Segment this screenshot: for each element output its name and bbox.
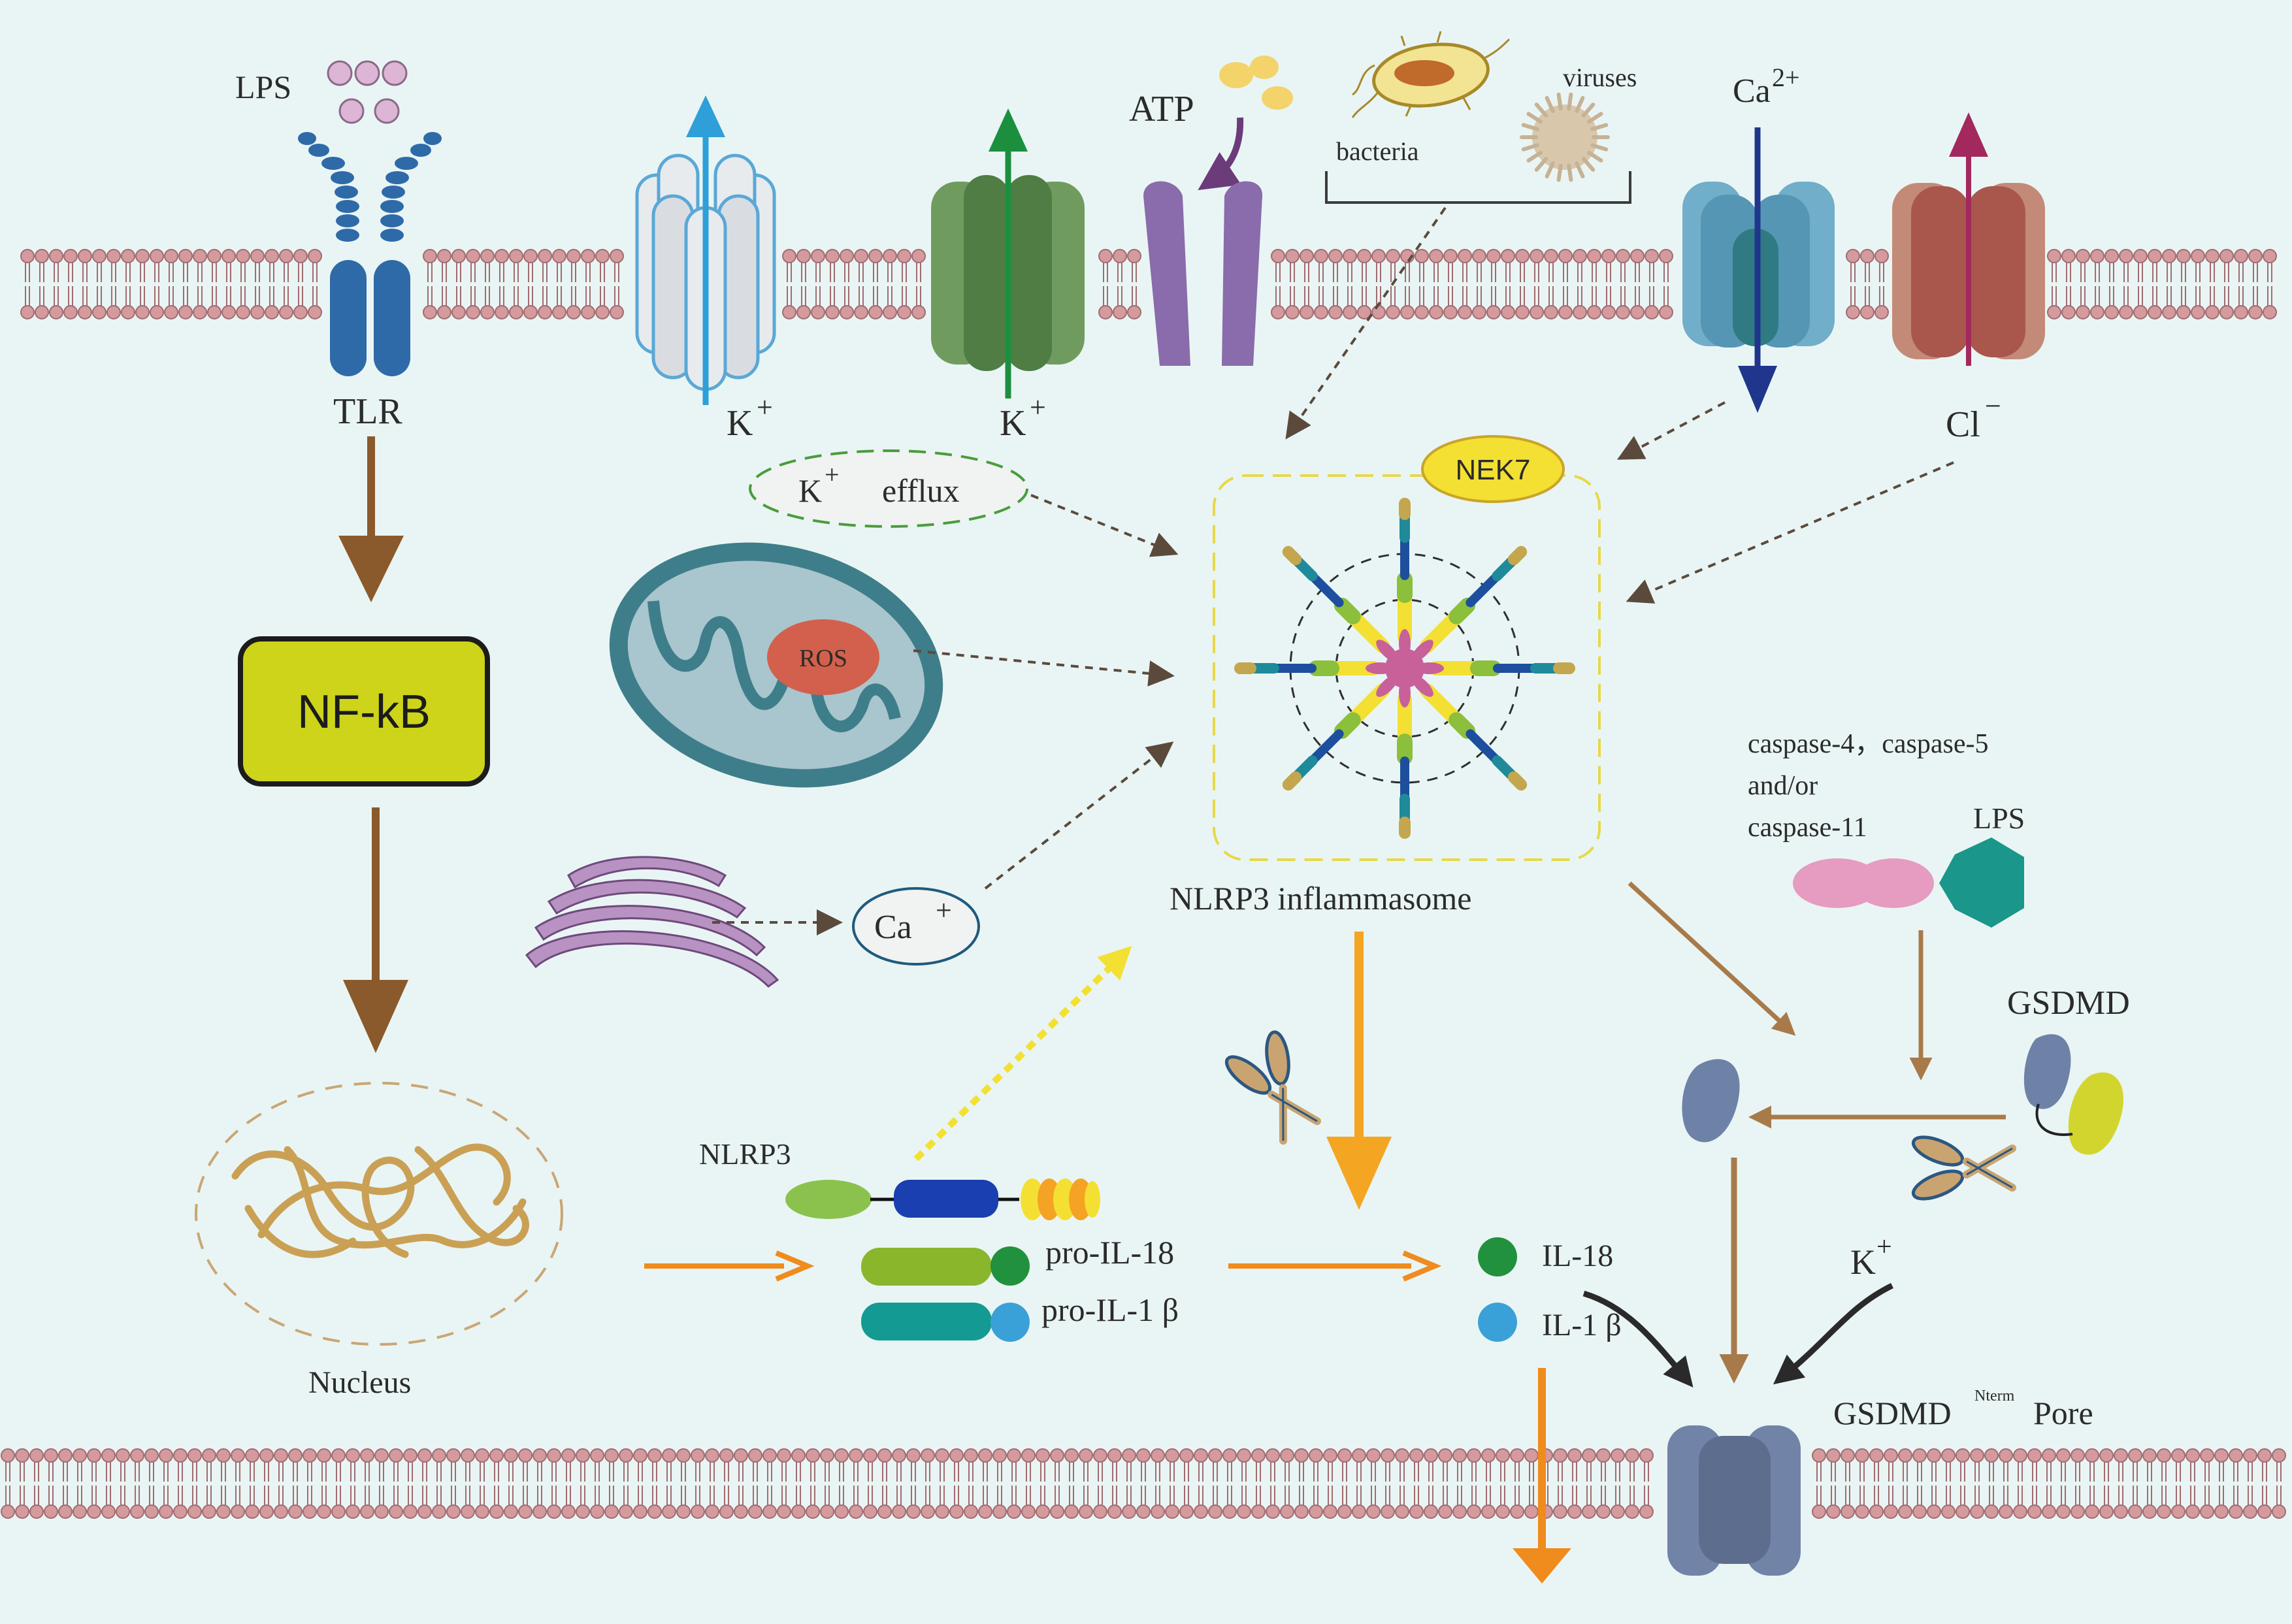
svg-text:Cl: Cl <box>1946 404 1980 445</box>
endoplasmic-reticulum <box>525 856 779 988</box>
nlrp3-label: NLRP3 <box>699 1137 791 1171</box>
ros-label: ROS <box>799 645 847 672</box>
k-efflux-bubble <box>749 449 1028 528</box>
svg-text:GSDMD: GSDMD <box>1833 1395 1952 1431</box>
mitochondrion <box>609 542 943 788</box>
virus-icon <box>1520 92 1610 182</box>
svg-text:+: + <box>757 391 773 423</box>
nek7-label: NEK7 <box>1456 454 1531 486</box>
lps-label-right: LPS <box>1973 802 2025 835</box>
k-efflux-channel-1 <box>635 95 776 405</box>
gsdmd-n-terminal <box>1682 1059 1740 1143</box>
il18-dot <box>1478 1237 1517 1276</box>
lps-label-top: LPS <box>235 69 291 105</box>
inflammasome-cleavage-arrow <box>1326 932 1392 1210</box>
nfkb-label: NF-kB <box>297 686 431 738</box>
pro-il1b-label: pro-IL-1 β <box>1041 1291 1179 1328</box>
svg-text:Ca: Ca <box>874 909 912 946</box>
nucleus-to-pro-il-arrow <box>644 1250 815 1282</box>
il1b-dot <box>1478 1303 1517 1342</box>
svg-text:+: + <box>936 894 952 926</box>
viruses-label: viruses <box>1563 63 1637 92</box>
il-release-arrow <box>1513 1368 1571 1583</box>
gsdmd-label: GSDMD <box>2007 984 2130 1022</box>
k-efflux-channel-2 <box>931 108 1085 398</box>
atp-influx-arrow <box>1198 117 1244 191</box>
atp-molecules <box>1219 56 1293 110</box>
nlrp3-to-inflammasome-arrow <box>913 945 1132 1161</box>
svg-text:caspase-11: caspase-11 <box>1748 813 1867 843</box>
il1b-label: IL-1 β <box>1542 1308 1622 1342</box>
svg-text:K: K <box>798 472 822 509</box>
svg-text:caspase-4，caspase-5: caspase-4，caspase-5 <box>1748 729 1989 759</box>
svg-text:+: + <box>1876 1232 1892 1262</box>
svg-text:Pore: Pore <box>2033 1395 2093 1431</box>
svg-text:−: − <box>1985 390 2001 422</box>
svg-text:K: K <box>1850 1242 1876 1282</box>
gsdmd-full-length <box>2023 1034 2124 1155</box>
k-plus-label-2: K + <box>1000 391 1046 444</box>
k-efflux-label: K + efflux <box>798 460 959 509</box>
gsdmd-cleavage-arrows <box>1628 881 2006 1129</box>
cell-membrane-top <box>20 249 2277 319</box>
pro-il-to-mature-arrow <box>1228 1250 1442 1282</box>
tlr-receptor <box>298 132 442 376</box>
p2x7-channel <box>1143 181 1263 366</box>
k-plus-label-1: K + <box>727 391 773 444</box>
pore-converging-arrows <box>1582 1158 1893 1388</box>
scissors-icon-left <box>1224 1030 1321 1145</box>
svg-text:K: K <box>727 403 753 444</box>
pro-il1b-protein <box>861 1303 1030 1342</box>
cl-label: Cl − <box>1946 390 2001 445</box>
ca2-label: Ca 2+ <box>1733 63 1800 110</box>
nfkb-box <box>238 636 490 787</box>
activation-signal-arrows <box>913 206 1954 890</box>
svg-text:2+: 2+ <box>1772 63 1800 92</box>
gsdmd-pore <box>1667 1425 1801 1576</box>
caspase-label: caspase-4，caspase-5 and/or caspase-11 <box>1748 729 1989 843</box>
lps-molecules-top <box>327 60 408 124</box>
pro-il18-label: pro-IL-18 <box>1045 1234 1174 1271</box>
bacteria-icon <box>1351 31 1511 118</box>
ca-plus-label: Ca + <box>874 894 952 946</box>
ca-plus-bubble <box>852 887 980 966</box>
ca-channel <box>1682 127 1835 413</box>
il18-label: IL-18 <box>1542 1239 1613 1273</box>
svg-text:K: K <box>1000 403 1026 444</box>
nucleus-label: Nucleus <box>308 1365 411 1400</box>
cell-membrane-bottom <box>1 1448 2286 1519</box>
inflammasome-label: NLRP3 inflammasome <box>1170 880 1471 917</box>
svg-text:efflux: efflux <box>882 472 959 509</box>
nek7-badge <box>1421 435 1565 503</box>
tlr-label: TLR <box>333 391 402 432</box>
nfkb-to-nucleus-arrow <box>343 807 408 1053</box>
svg-text:Ca: Ca <box>1733 73 1771 110</box>
bacteria-label: bacteria <box>1336 137 1419 166</box>
k-plus-label-pore: K + <box>1850 1232 1892 1282</box>
atp-label: ATP <box>1129 89 1194 129</box>
tlr-to-nfkb-arrow <box>338 436 404 602</box>
nlrp3-protein <box>785 1178 1100 1220</box>
scissors-icon-right <box>1911 1135 2016 1201</box>
gsdmd-pore-label: GSDMD Nterm Pore <box>1833 1388 2093 1431</box>
cl-channel <box>1892 112 2045 366</box>
svg-text:and/or: and/or <box>1748 771 1818 801</box>
caspase-lps-complex <box>1793 837 2024 928</box>
svg-text:+: + <box>1030 391 1046 423</box>
nucleus <box>195 1082 563 1346</box>
inflammasome-box <box>1213 474 1601 861</box>
pathogen-bracket <box>1325 171 1631 204</box>
svg-text:Nterm: Nterm <box>1974 1388 2015 1405</box>
pro-il18-protein <box>861 1246 1030 1286</box>
svg-text:+: + <box>825 460 840 489</box>
